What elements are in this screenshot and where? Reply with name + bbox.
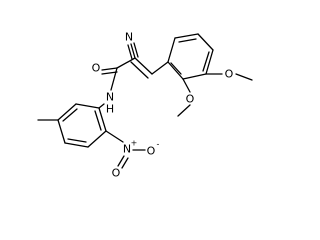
ring2-bond-3 [57, 119, 66, 144]
atom-nitro-plus: + [131, 139, 138, 148]
bond-ome-low-2 [177, 104, 191, 117]
bond-alkene-2 [130, 61, 149, 79]
bond-nitrile-3 [133, 42, 139, 58]
bond-co-2 [101, 71, 118, 75]
bond-nitrile-2 [127, 44, 133, 60]
ring1-bond-1 [167, 37, 176, 63]
ring2-bond-1 [75, 103, 100, 109]
bond-co-1 [101, 67, 118, 71]
bond-c-n [110, 67, 118, 91]
ring2-bond-6 [98, 107, 107, 132]
ring2-inner-3 [94, 110, 102, 131]
atom-nitro-minus: - [157, 140, 160, 149]
ring2-inner-1 [62, 108, 78, 122]
bond-alkene-ring [151, 61, 169, 75]
atom-nitrile-n: N [125, 31, 133, 44]
ring2-inner-2 [67, 138, 87, 143]
ring1-bond-6 [167, 61, 184, 80]
atom-nitro-o-left: O [112, 167, 121, 180]
ring1-inner-2 [202, 51, 210, 72]
molecule-diagram: N O N H O O N + O O - [37, 31, 253, 180]
bond-nitro-o-left-1 [117, 155, 125, 167]
structure-canvas: N O N H O O N + O O - [37, 31, 253, 180]
atom-carbonyl-o: O [92, 62, 101, 75]
ring2-bond-2 [57, 103, 77, 121]
bond-nitro-o-left-2 [121, 157, 129, 169]
ring1-bond-3 [197, 33, 214, 51]
atom-amide-h: H [106, 103, 114, 116]
atom-methoxy-o-low: O [186, 93, 195, 106]
atom-methoxy-o-top: O [225, 68, 234, 81]
ring1-inner-3 [170, 62, 182, 75]
bond-nitrile-1 [130, 43, 136, 59]
ring1-bond-5 [182, 73, 207, 80]
bond-alpha-carbonyl [116, 57, 136, 69]
atom-nitro-o-right: O [147, 145, 156, 158]
bond-ome-top-2 [235, 73, 253, 81]
atom-amide-n: N [106, 91, 114, 104]
atom-nitro-n: N [123, 143, 131, 156]
ring1-bond-4 [205, 49, 214, 75]
bond-ome-low-1 [182, 78, 191, 93]
bond-n-ring [98, 103, 105, 109]
bond-c-nitro [105, 130, 124, 143]
ring1-inner-1 [178, 38, 197, 43]
bond-alkene-1 [134, 57, 153, 75]
ring1-bond-2 [174, 33, 199, 39]
ring2-bond-5 [87, 130, 107, 148]
ring2-bond-4 [64, 142, 89, 148]
